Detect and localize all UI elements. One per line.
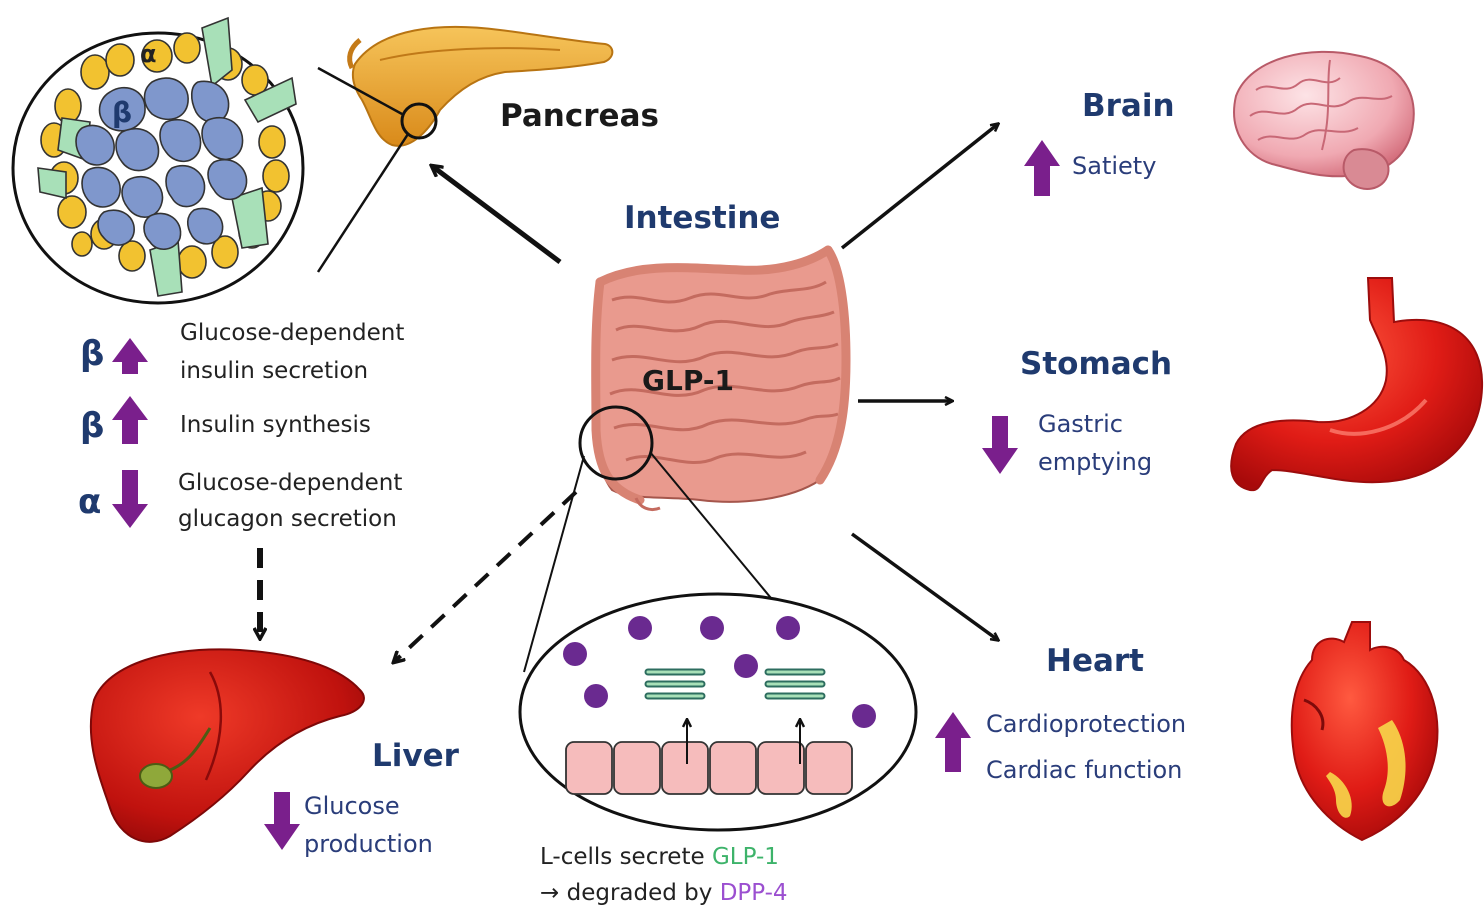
stomach-effect-line2: emptying [1038, 448, 1152, 477]
effect3-line2: glucagon secretion [178, 506, 397, 534]
heart-effect-line1: Cardioprotection [986, 710, 1186, 739]
caption-dpp4: DPP-4 [720, 880, 788, 906]
caption-prefix: L-cells secrete [540, 844, 712, 870]
glp1-label: GLP-1 [642, 364, 734, 398]
brain-label: Brain [1082, 88, 1175, 125]
islet-beta-label: β [112, 96, 132, 130]
effect2-line1: Insulin synthesis [180, 412, 371, 440]
effect1-line1: Glucose-dependent [180, 320, 404, 348]
effect3-line1: Glucose-dependent [178, 470, 402, 498]
caption-line2: → degraded by DPP-4 [540, 880, 788, 908]
up-arrow-beta2 [112, 396, 148, 444]
up-arrow-satiety [1024, 140, 1060, 196]
effect2-cell: β [80, 406, 104, 447]
caption-degraded: degraded by [559, 880, 719, 906]
arrow-to-heart [852, 534, 998, 640]
arrow-to-pancreas [432, 166, 560, 262]
liver-label: Liver [372, 738, 459, 775]
down-arrow-liver [264, 792, 300, 850]
up-arrow-heart [935, 712, 971, 772]
stomach-label: Stomach [1020, 346, 1172, 383]
heart-label: Heart [1046, 643, 1144, 680]
heart-illustration [1292, 622, 1438, 840]
lcell-zoom [520, 594, 916, 830]
pancreas-label: Pancreas [500, 98, 659, 135]
down-arrow-gastric [982, 416, 1018, 474]
heart-effect-line2: Cardiac function [986, 756, 1182, 785]
arrow-to-brain [842, 124, 998, 248]
liver-effect-line1: Glucose [304, 792, 400, 821]
caption-line1: L-cells secrete GLP-1 [540, 844, 779, 872]
islet-zoom [13, 18, 303, 303]
up-arrow-beta1 [112, 338, 148, 374]
caption-glp1: GLP-1 [712, 844, 779, 870]
down-arrow-alpha [112, 470, 148, 528]
effect3-cell: α [78, 482, 101, 523]
caption-arrow: → [540, 880, 559, 906]
liver-effect-line2: production [304, 830, 433, 859]
effect1-line2: insulin secretion [180, 358, 368, 386]
islet-alpha-label: α [140, 40, 157, 69]
stomach-effect-line1: Gastric [1038, 410, 1123, 439]
arrow-to-liver-dashed [394, 492, 576, 662]
brain-illustration [1234, 52, 1414, 189]
brain-effect: Satiety [1072, 152, 1156, 181]
effect1-cell: β [80, 334, 104, 375]
stomach-illustration [1231, 278, 1482, 490]
intestine-label: Intestine [624, 200, 780, 237]
